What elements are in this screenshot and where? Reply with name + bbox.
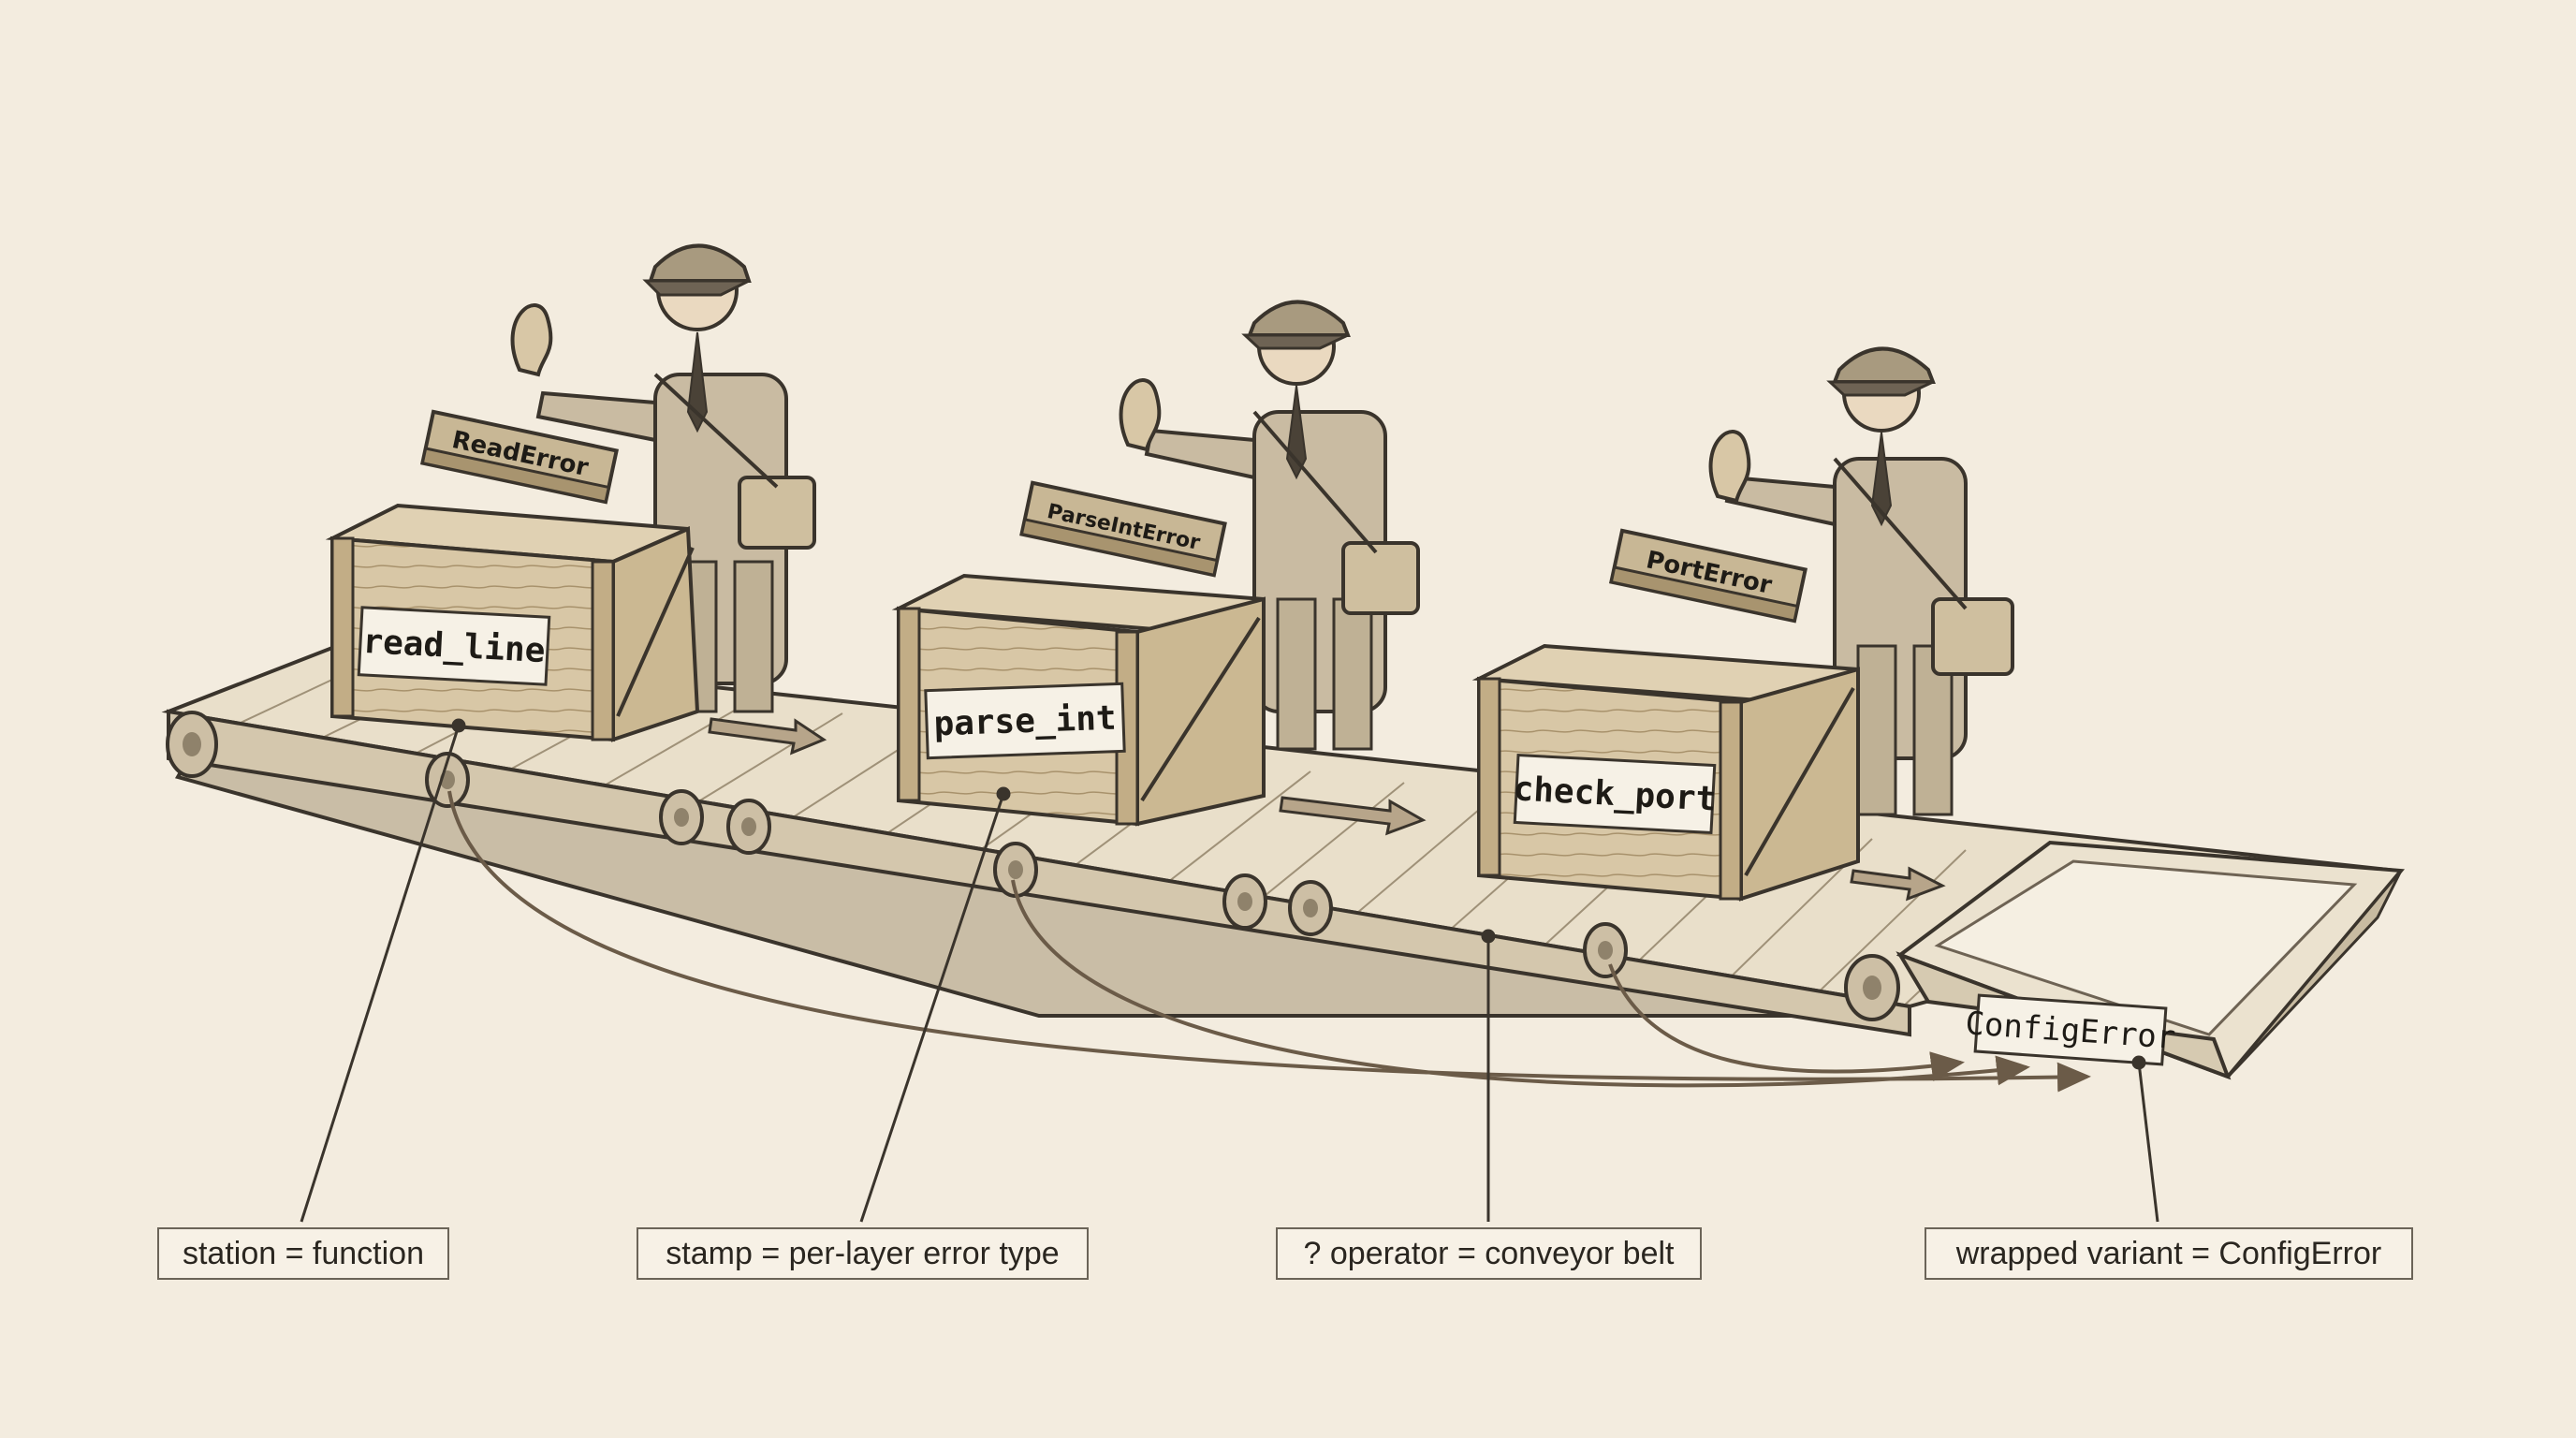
bin-label-plate (1973, 993, 2168, 1066)
worker-2 (1144, 300, 1420, 751)
crate-label-2: parse_int (933, 699, 1117, 744)
satchel-icon (738, 476, 816, 550)
crate-read-line: read_line (325, 503, 700, 742)
station-read-line: ReadError read_line (325, 243, 816, 742)
belt-direction-arrows (708, 717, 1946, 902)
legend-station-function: station = function (157, 1227, 449, 1280)
config-error-bin: ConfigError (1895, 840, 2406, 1080)
stamp-3: PortError (1608, 430, 1808, 624)
stamp-2: ParseIntError (1019, 378, 1227, 578)
station-check-port: PortError check_port (1471, 346, 2014, 902)
legend-operator-conveyor: ? operator = conveyor belt (1276, 1227, 1702, 1280)
crate-label-1: read_line (361, 623, 546, 670)
error-flow-arrows (447, 790, 2091, 1093)
satchel-icon (1931, 597, 2014, 676)
crate-parse-int: parse_int (891, 573, 1266, 827)
legend-wrapped-variant: wrapped variant = ConfigError (1925, 1227, 2413, 1280)
leader-lines (300, 718, 2159, 1223)
stamp-1: ReadError (419, 303, 620, 505)
crate-check-port: check_port (1471, 643, 1860, 902)
satchel-icon (1341, 541, 1420, 615)
station-parse-int: ParseIntError parse_int (891, 300, 1420, 827)
worker-3 (1724, 346, 2014, 816)
legend-stamp-error-type: stamp = per-layer error type (637, 1227, 1089, 1280)
